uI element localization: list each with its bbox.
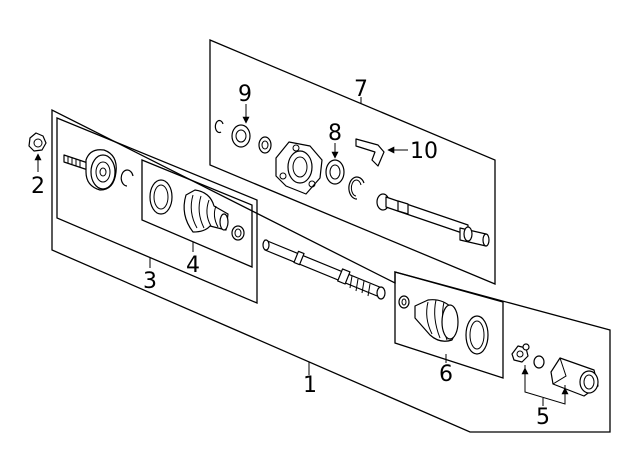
callout-1: 1 <box>303 373 317 398</box>
callout-5: 5 <box>536 405 550 430</box>
inner-joint-housing <box>550 357 599 397</box>
circlip-large <box>348 176 365 200</box>
callout-7: 7 <box>354 77 368 102</box>
inner-cv-boot <box>414 299 459 342</box>
axle-shaft <box>262 239 386 300</box>
callout-6: 6 <box>439 362 453 387</box>
bearing-support-bracket <box>275 141 323 195</box>
intermediate-shaft <box>376 193 490 247</box>
frame-outer-boot-kit <box>141 159 253 268</box>
outer-cv-boot <box>183 189 229 233</box>
frame-intermediate-shaft <box>209 39 496 285</box>
bearing <box>325 159 345 185</box>
callout-10: 10 <box>410 139 438 164</box>
shaft-seal <box>231 124 251 148</box>
callout-8: 8 <box>328 121 342 146</box>
outer-boot-clamp-large <box>149 179 173 215</box>
snap-ring <box>120 169 134 187</box>
retaining-clip <box>355 138 385 167</box>
callout-3: 3 <box>143 269 157 294</box>
callout-9: 9 <box>238 82 252 107</box>
inner-boot-clamp-large <box>465 315 489 355</box>
circlip-small <box>214 119 224 134</box>
bearing-washer <box>258 136 272 154</box>
frame-outer-joint-kit <box>56 117 258 304</box>
frame-inner-boot-kit <box>394 271 504 379</box>
callout-4: 4 <box>186 253 200 278</box>
inner-joint-ring <box>533 355 545 369</box>
inner-boot-clamp-small <box>398 295 410 309</box>
callout-2: 2 <box>31 174 45 199</box>
axle-nut <box>28 132 47 152</box>
outer-boot-clamp-small <box>231 225 245 241</box>
outer-cv-joint <box>63 149 117 191</box>
leader-lines <box>34 97 569 406</box>
tripod-joint <box>511 343 530 363</box>
